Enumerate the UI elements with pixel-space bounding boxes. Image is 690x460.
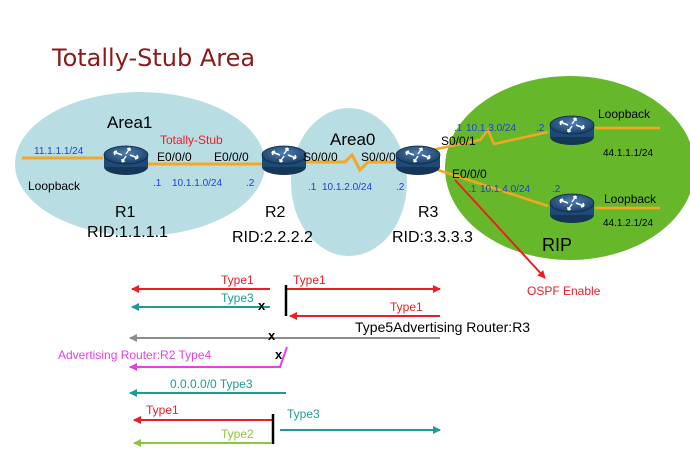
r2-iface-left: E0/0/0 <box>214 150 249 164</box>
area0-region <box>291 108 407 256</box>
r1-iface: E0/0/0 <box>157 150 192 164</box>
lsa-row7-right-label: Type3 <box>287 407 320 421</box>
lsa-row4-block-mark: x <box>268 328 276 343</box>
ospf-enable-label: OSPF Enable <box>527 284 601 298</box>
r3-iface-down: E0/0/0 <box>452 167 487 181</box>
r2-addr-right: .1 <box>308 182 317 193</box>
net-r1-r2: 10.1.1.0/24 <box>172 178 222 189</box>
net-r2-r3: 10.1.2.0/24 <box>322 182 372 193</box>
r1-loopback-ip: 11.1.1.1/24 <box>34 146 84 157</box>
rip-region <box>445 76 690 260</box>
rip-top-loopback-label: Loopback <box>598 107 651 121</box>
r2-iface-right: S0/0/0 <box>303 150 338 164</box>
r3-rip-bottom-link <box>431 166 549 208</box>
rip-label: RIP <box>542 235 572 255</box>
area1-note: Totally-Stub <box>160 133 223 147</box>
lsa-row2-block-mark: x <box>258 298 266 313</box>
area1-label: Area1 <box>107 113 152 132</box>
lsa-row5-block-mark: x <box>275 347 283 362</box>
r2-name: R2 <box>265 204 286 221</box>
lsa-row3-label: Type1 <box>390 300 423 314</box>
r2-addr-left: .2 <box>246 178 255 189</box>
r1-addr: .1 <box>153 178 162 189</box>
r3-iface-left: S0/0/0 <box>361 150 396 164</box>
rip-bottom-loopback-ip: 44.1.2.1/24 <box>603 218 653 229</box>
lsa-row7-left-label: Type1 <box>146 403 179 417</box>
router-rip-top-icon <box>549 115 595 146</box>
area0-label: Area0 <box>330 130 375 149</box>
r2-r3-serial-link <box>305 152 400 173</box>
r3-addr-left: .2 <box>396 182 405 193</box>
rip-top-loopback-ip: 44.1.1.1/24 <box>603 148 653 159</box>
lsa-row5-label: Advertising Router:R2 Type4 <box>58 348 212 362</box>
rip-bottom-loopback-label: Loopback <box>604 192 657 206</box>
lsa-row1-right-label: Type1 <box>293 273 326 287</box>
ospf-enable-pointer <box>454 179 546 279</box>
r3-addr-up: .1 <box>454 123 463 134</box>
lsa-row5-arrow <box>129 346 288 371</box>
r1-loopback-label: Loopback <box>28 179 81 193</box>
router-r1-icon <box>103 145 149 176</box>
router-r2-icon <box>261 145 307 176</box>
lsa-row1-left-label: Type1 <box>221 273 254 287</box>
r2-rid: RID:2.2.2.2 <box>232 229 313 246</box>
r1-name: R1 <box>115 204 136 221</box>
router-rip-bottom-icon <box>549 193 595 224</box>
lsa-row8-label: Type2 <box>221 427 254 441</box>
r3-rid: RID:3.3.3.3 <box>392 229 473 246</box>
r1-rid: RID:1.1.1.1 <box>87 224 168 241</box>
r3-rip-top-serial-link <box>431 127 549 152</box>
lsa-row6-label: 0.0.0.0/0 Type3 <box>170 377 253 391</box>
router-r3-icon <box>395 145 441 176</box>
slide-title: Totally-Stub Area <box>52 44 256 72</box>
net-r3-top: 10.1.3.0/24 <box>466 123 516 134</box>
r3-iface-up: S0/0/1 <box>441 134 476 148</box>
rip-top-addr: .2 <box>536 123 545 134</box>
r3-name: R3 <box>418 204 439 221</box>
net-r3-bottom: 10.1.4.0/24 <box>480 184 530 195</box>
r3-addr-down: .1 <box>468 184 477 195</box>
lsa-row2-left-label: Type3 <box>221 291 254 305</box>
lsa-row4-label: Type5Advertising Router:R3 <box>355 319 530 335</box>
rip-bottom-addr: .2 <box>552 184 561 195</box>
